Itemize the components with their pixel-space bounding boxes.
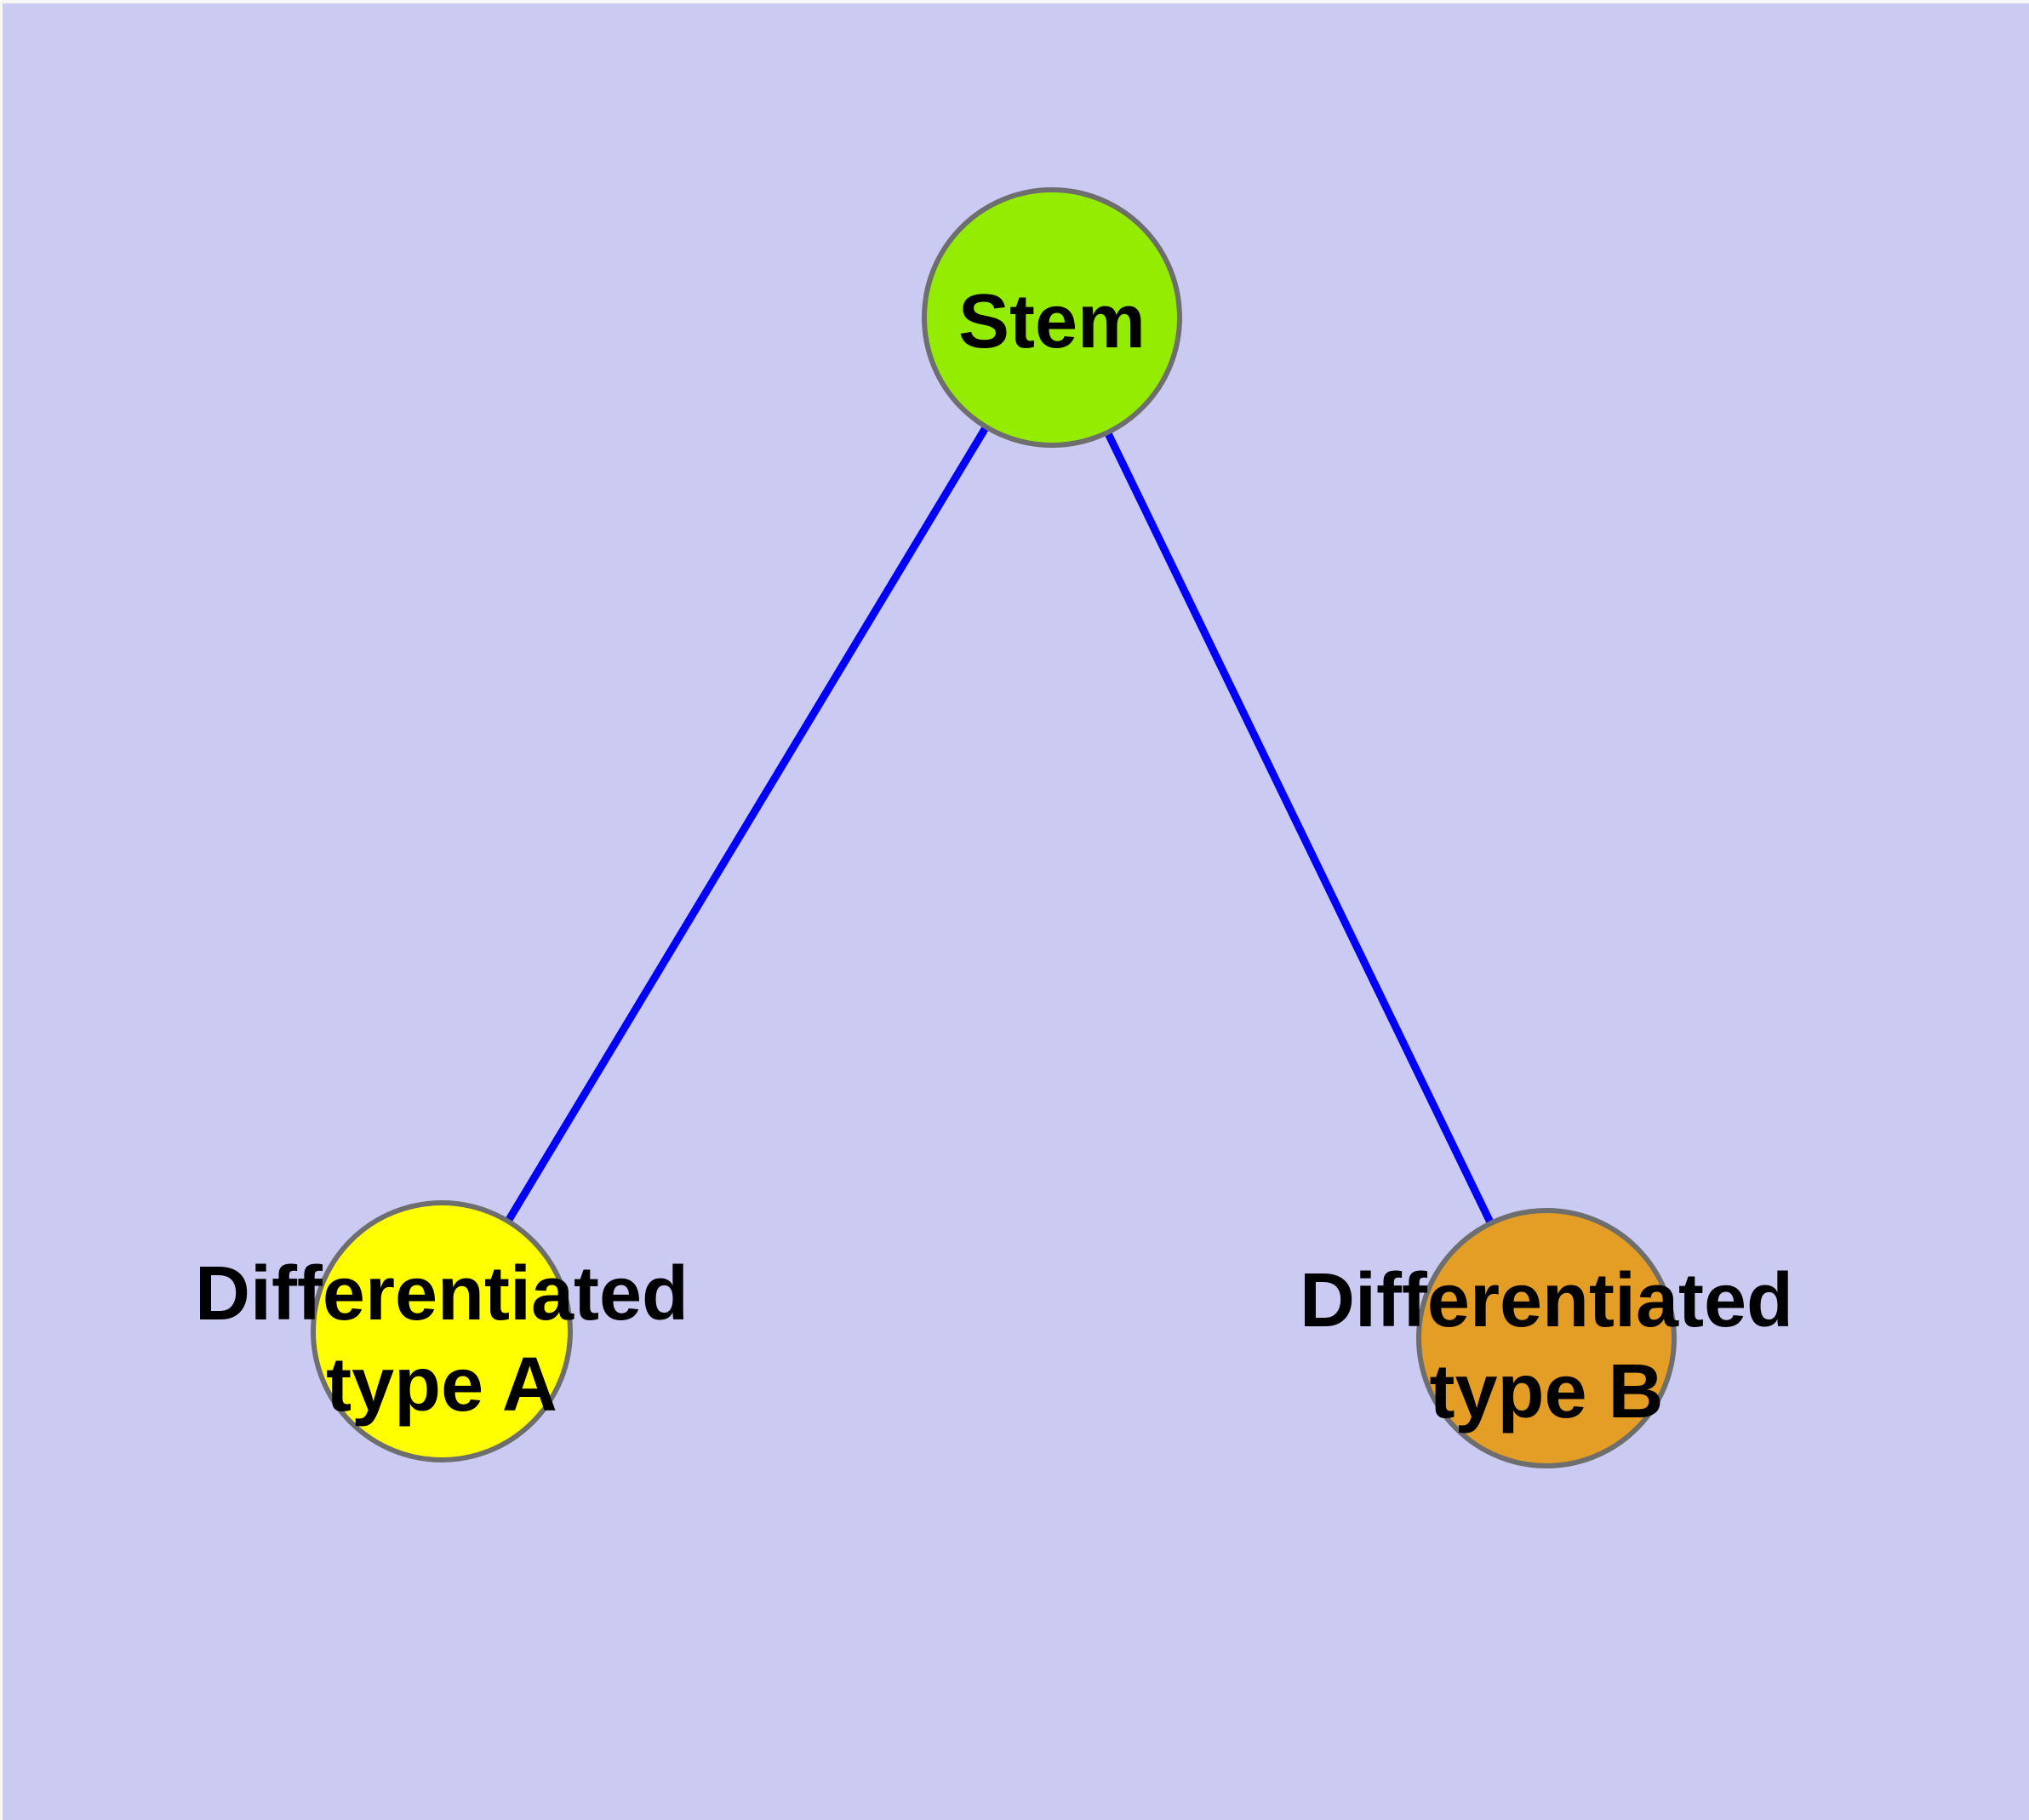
- node-stem: [922, 187, 1182, 448]
- node-label-type-a-line2: type A: [326, 1342, 557, 1428]
- node-label-stem: Stem: [958, 279, 1146, 364]
- edge-stem-to-type-b: [1048, 316, 1551, 1340]
- node-differentiated-type-b: [1416, 1208, 1677, 1468]
- node-label-type-b-line1: Differentiated: [1300, 1258, 1793, 1343]
- node-label-type-a-line1: Differentiated: [195, 1251, 689, 1336]
- canvas-top-edge-highlight: [0, 0, 2029, 3]
- edge-stem-to-type-a: [438, 315, 1055, 1334]
- node-differentiated-type-a: [311, 1200, 573, 1462]
- canvas-left-edge-highlight: [0, 0, 3, 1820]
- node-label-type-b-line2: type B: [1429, 1349, 1663, 1434]
